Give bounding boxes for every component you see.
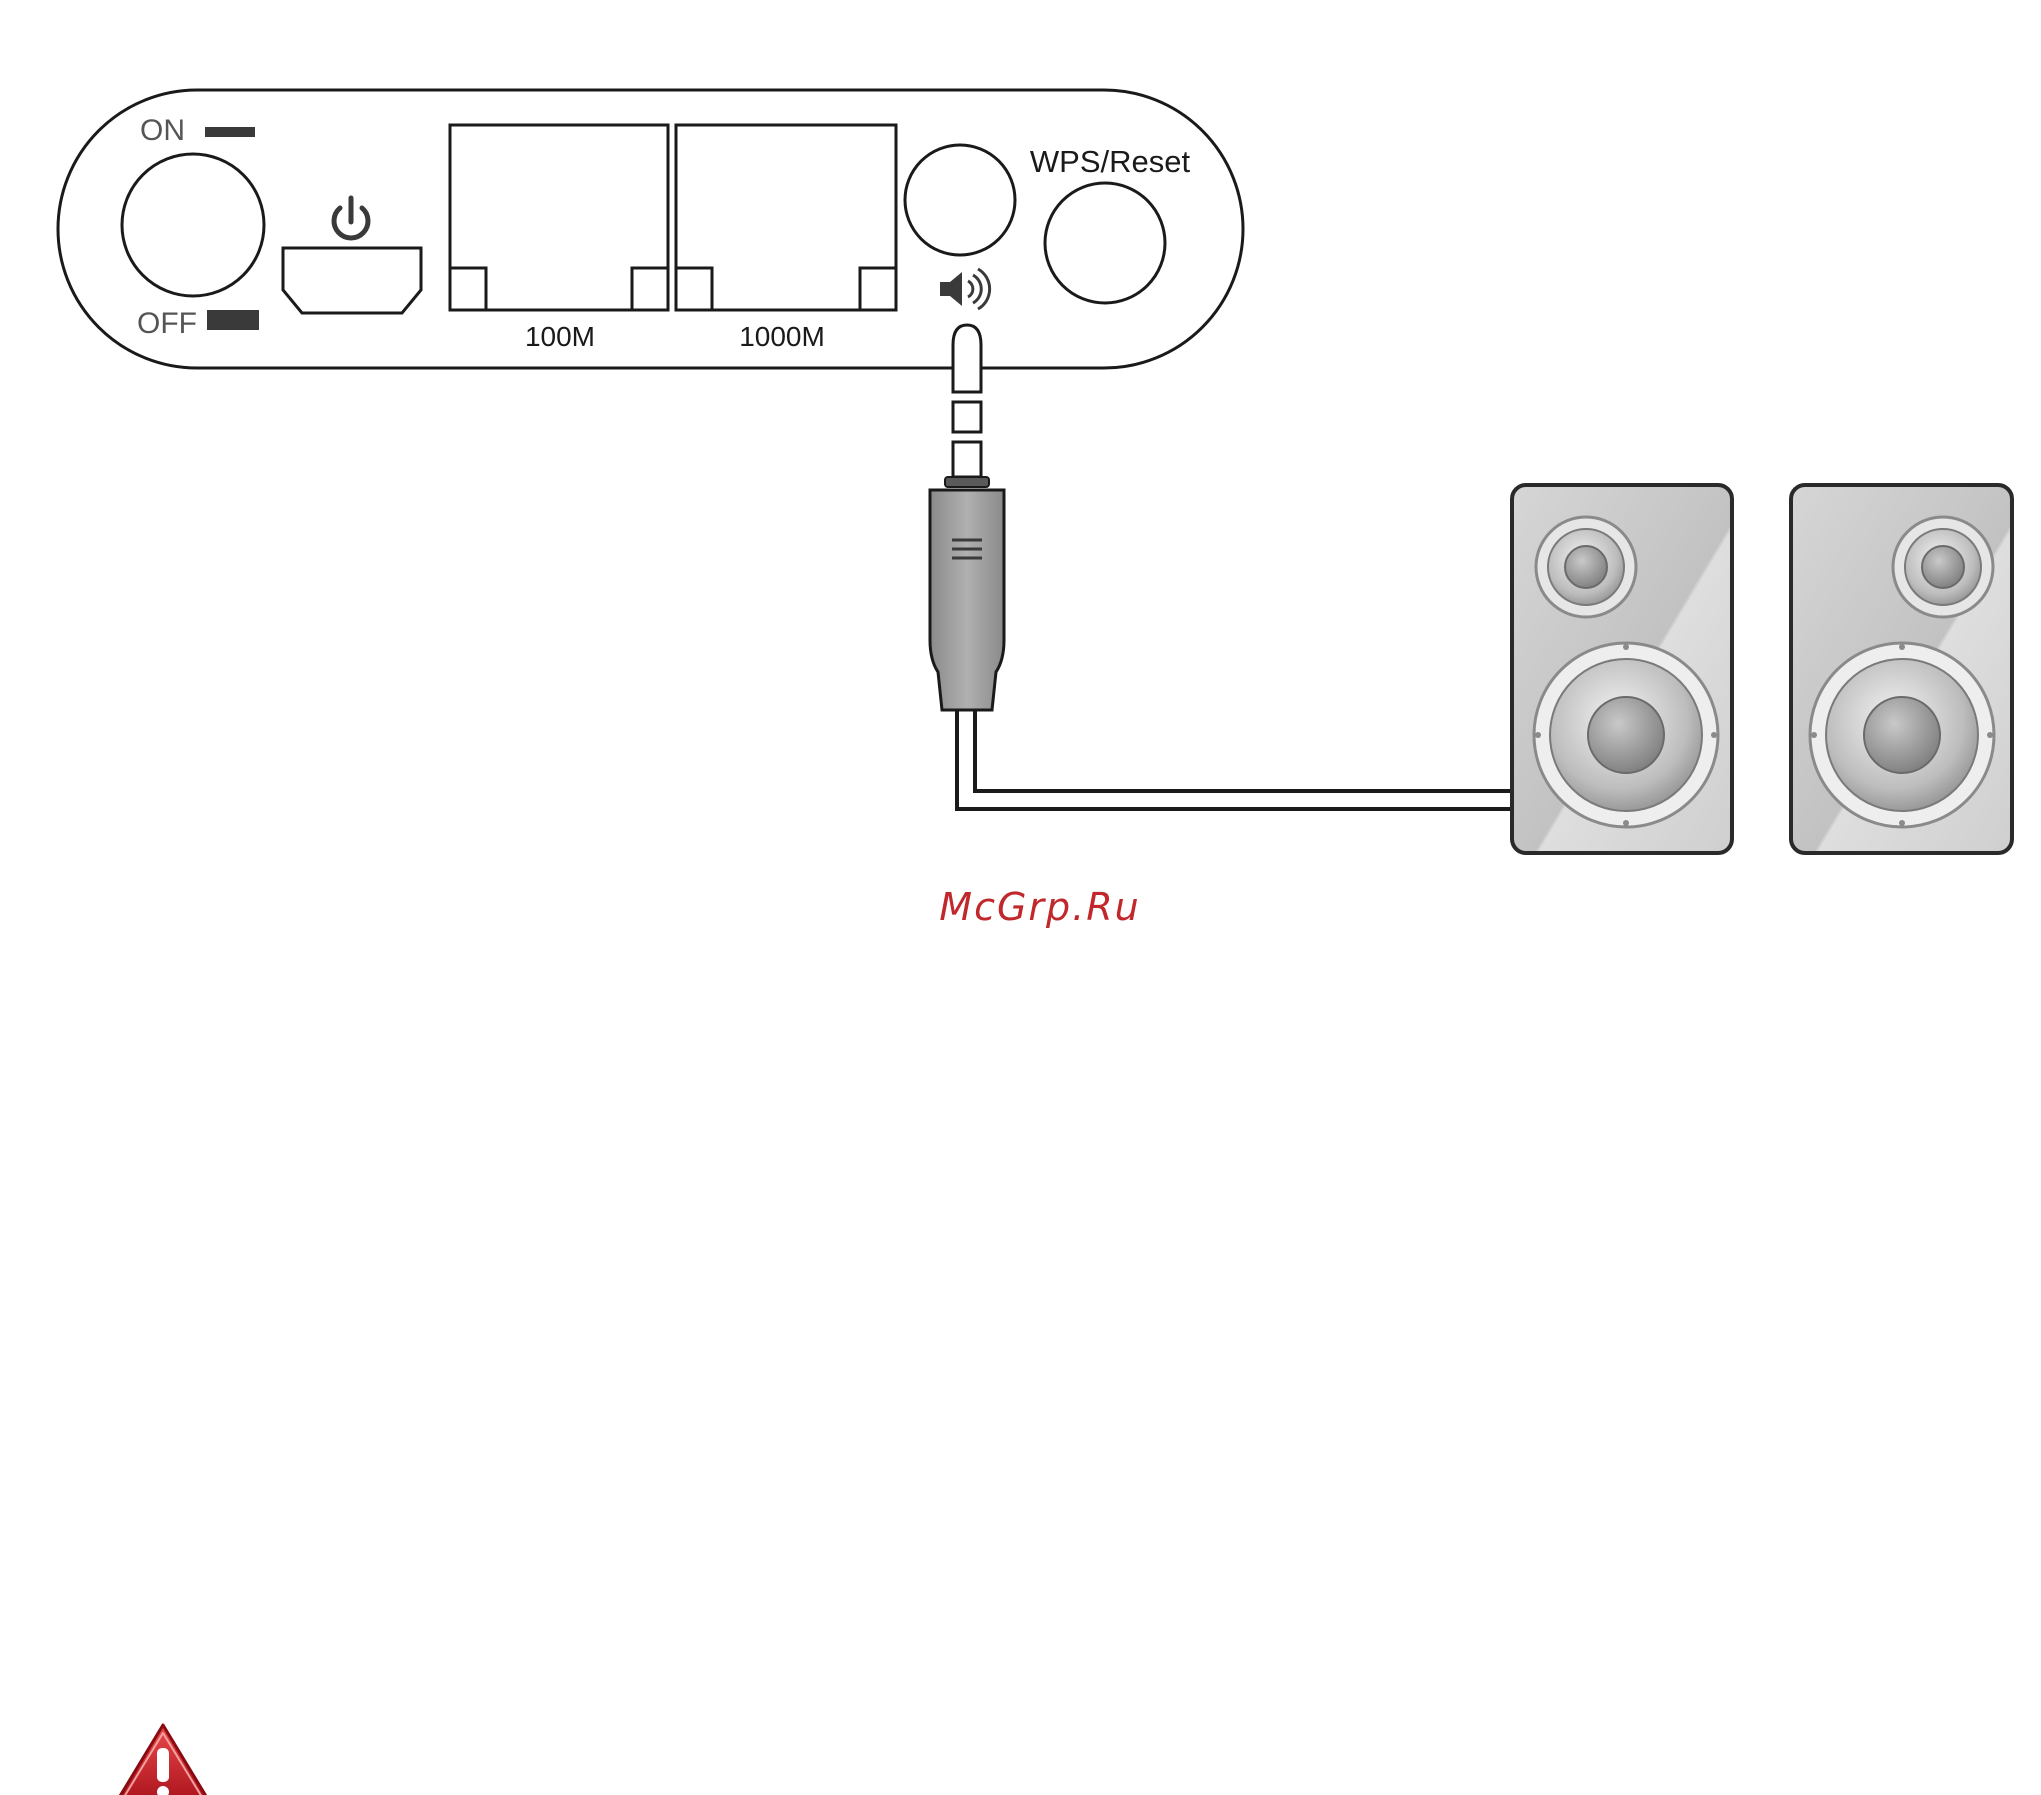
switch-off-label: OFF <box>137 307 197 340</box>
speaker-icon <box>1512 485 2012 853</box>
wps-reset-button[interactable] <box>1045 183 1165 303</box>
audio-jack-port[interactable] <box>905 145 1015 255</box>
audio-plug <box>930 325 1004 710</box>
port-1000m-label: 1000M <box>739 321 825 352</box>
dc-power-port[interactable] <box>283 248 421 313</box>
port-100m-label: 100M <box>525 321 595 352</box>
audio-cable <box>930 325 1512 800</box>
speaker-right <box>1791 485 2012 853</box>
power-switch[interactable] <box>122 154 264 296</box>
wps-reset-label: WPS/Reset <box>1030 144 1191 179</box>
watermark-text: McGrp.Ru <box>939 885 1140 929</box>
switch-off-indicator <box>207 310 259 330</box>
warning-icon <box>114 1725 212 1795</box>
switch-on-indicator <box>205 127 255 137</box>
speaker-left <box>1512 485 1732 853</box>
switch-on-label: ON <box>140 114 185 147</box>
lan-port-100m[interactable] <box>450 125 668 310</box>
device-back-panel: ON OFF 100M 1000M <box>58 90 1243 368</box>
lan-port-1000m[interactable] <box>676 125 896 310</box>
